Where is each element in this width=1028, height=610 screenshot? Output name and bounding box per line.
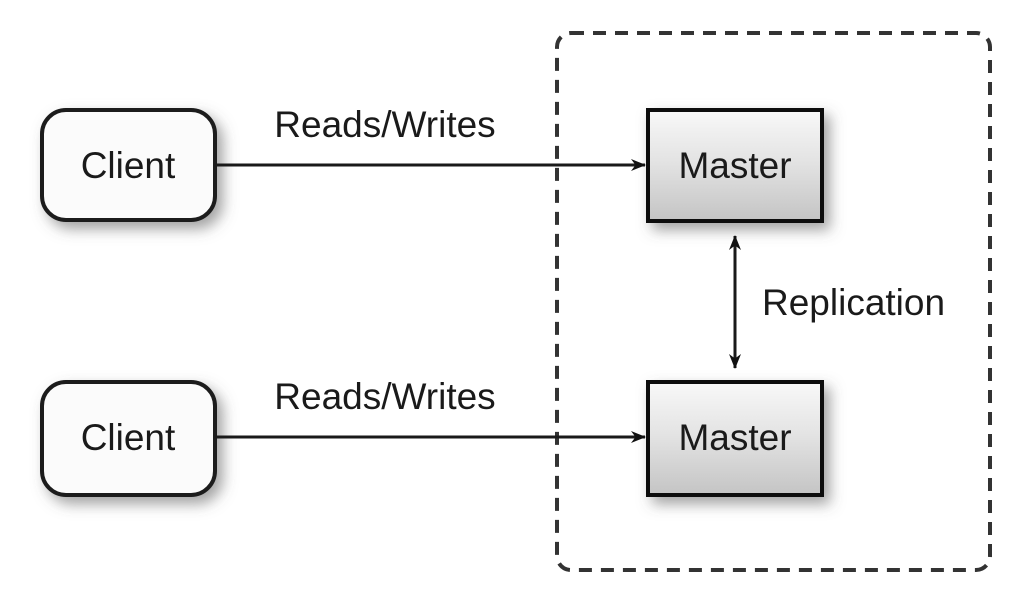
- edge-replication-label: Replication: [762, 282, 945, 323]
- node-client-bottom[interactable]: Client: [40, 380, 217, 497]
- master-bottom-label: Master: [678, 417, 791, 458]
- edge-reads-writes-top-label: Reads/Writes: [274, 104, 495, 145]
- master-bottom-shape: [646, 380, 824, 497]
- edge-reads-writes-bottom-label: Reads/Writes: [274, 376, 495, 417]
- node-master-top[interactable]: Master: [646, 108, 824, 223]
- node-client-top[interactable]: Client: [40, 108, 217, 222]
- client-bottom-label: Client: [81, 417, 176, 458]
- replication-cluster-boundary: [555, 31, 992, 572]
- client-top-label: Client: [81, 145, 176, 186]
- master-top-shape: [646, 108, 824, 223]
- master-top-label: Master: [678, 145, 791, 186]
- node-master-bottom[interactable]: Master: [646, 380, 824, 497]
